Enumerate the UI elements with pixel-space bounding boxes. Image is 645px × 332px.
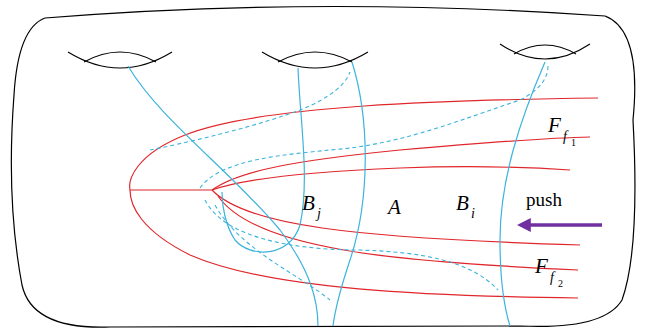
dashed-blue-curves (150, 66, 548, 300)
genus-holes (68, 44, 590, 68)
subscript-index: 1 (571, 138, 576, 148)
subscript: f (550, 271, 554, 285)
blue-curves (128, 62, 545, 326)
subscript: f (563, 130, 567, 144)
region-letter: B (302, 193, 315, 214)
leaf-letter: F (548, 115, 561, 136)
surface-outline (11, 6, 635, 327)
leaf-letter: F (535, 256, 548, 277)
subscript: j (317, 207, 321, 221)
push-arrow (528, 223, 602, 227)
annotation: push (526, 190, 562, 209)
subscript-index: 2 (558, 279, 563, 289)
subscript: i (471, 207, 475, 221)
region-letter: B (456, 193, 469, 214)
region-letter: A (388, 197, 401, 218)
